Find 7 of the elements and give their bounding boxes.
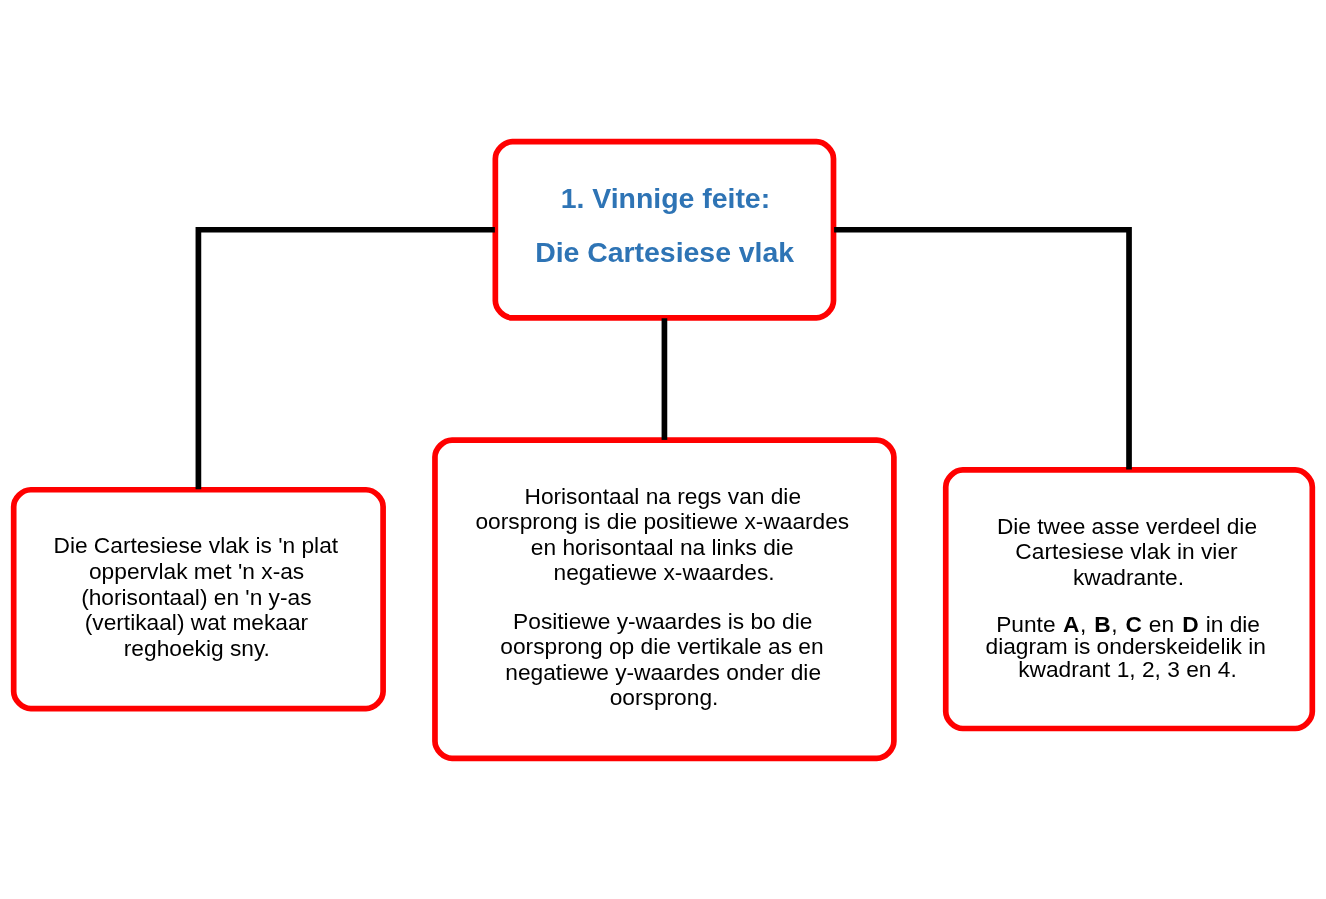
connector: [834, 226, 1132, 469]
node-box: Die Cartesiese vlak is 'n plat oppervlak met 'n x-as (horisontaal) en 'n y-as (vertikaal) wat mekaar reghoekig sny.: [10, 486, 386, 711]
node-box: Die twee asse verdeel die Cartesiese vlak in vier kwadrante. Punte A, B, C en D in die diagram is onderskeidelik in kwadrant 1, 2, 3 en 4.: [942, 466, 1316, 731]
node-box: 1. Vinnige feite: Die Cartesiese vlak: [492, 138, 837, 321]
connector: [195, 226, 495, 489]
connector: [661, 317, 668, 440]
node-box: Horisontaal na regs van die oorsprong is die positiewe x-waardes en horisontaal na links die negatiewe x-waardes. Positiewe y-waardes is bo die oorsprong op die vertikale as en negatiewe y-waardes onder die oorsprong.: [432, 436, 897, 761]
